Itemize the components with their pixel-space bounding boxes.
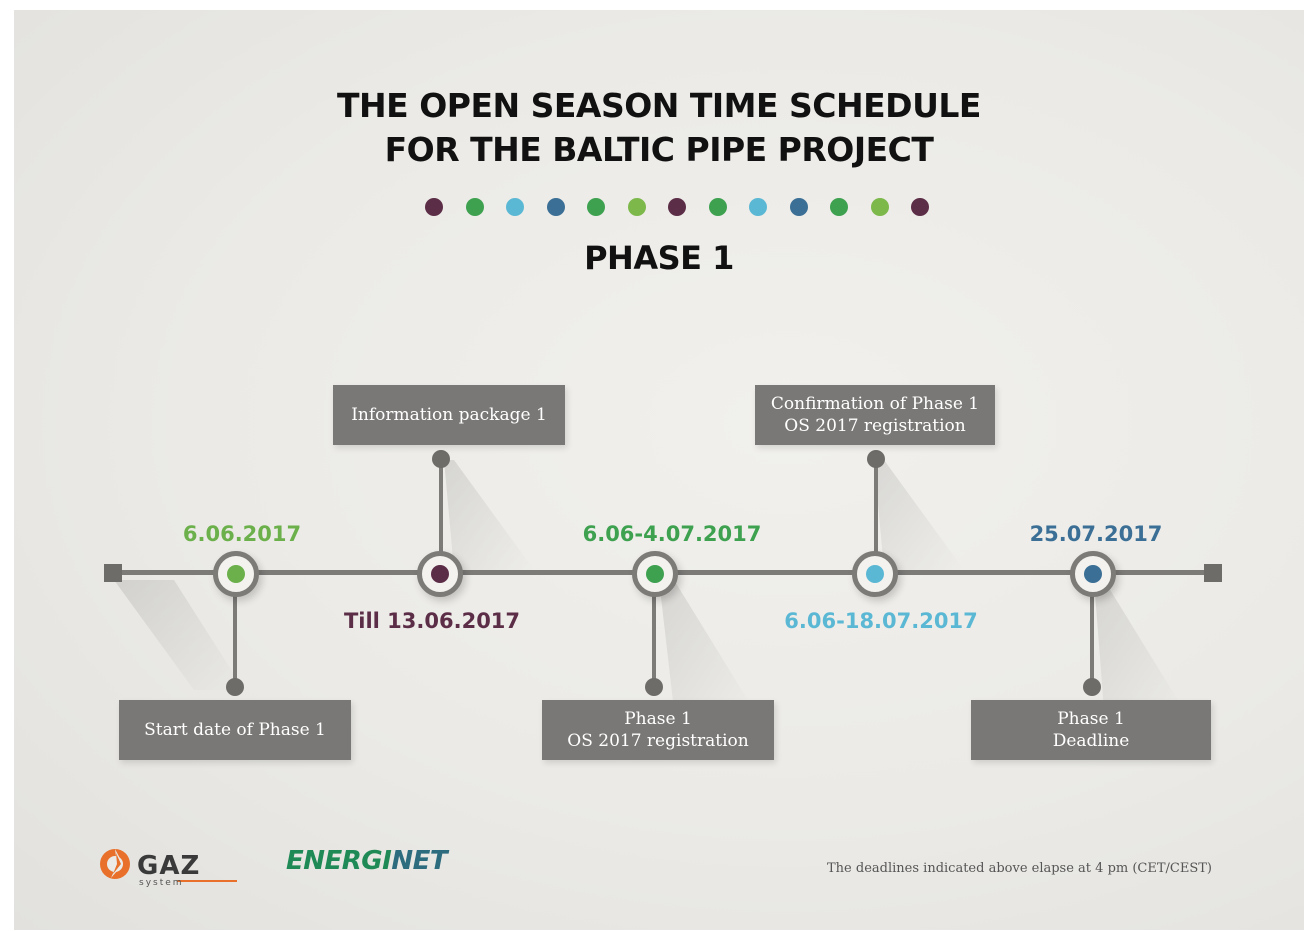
milestone-node-1 [213, 551, 259, 597]
poster: THE OPEN SEASON TIME SCHEDULE FOR THE BA… [14, 10, 1304, 930]
milestone-date-2: Till 13.06.2017 [343, 609, 521, 633]
milestone-label-5b: Deadline [1052, 731, 1130, 751]
milestone-box-5: Phase 1 Deadline [971, 700, 1211, 760]
decorative-dot [506, 198, 524, 216]
decorative-dot [425, 198, 443, 216]
connector-3 [652, 592, 656, 687]
phase-heading: PHASE 1 [584, 239, 734, 277]
connector-knob-1 [226, 678, 244, 696]
decorative-dot [465, 198, 484, 216]
milestone-label-4b: OS 2017 registration [784, 416, 966, 436]
milestone-dot-1 [227, 565, 245, 583]
milestone-label-2: Information package 1 [351, 405, 547, 425]
milestone-label-4a: Confirmation of Phase 1 [770, 394, 980, 414]
milestone-date-4: 6.06-18.07.2017 [784, 609, 978, 633]
milestone-date-1: 6.06.2017 [182, 522, 302, 546]
decorative-dot [830, 198, 848, 216]
milestone-label-5a: Phase 1 [1057, 709, 1125, 729]
milestone-label-3a: Phase 1 [624, 709, 692, 729]
milestone-box-3: Phase 1 OS 2017 registration [542, 700, 774, 760]
title-line-1: THE OPEN SEASON TIME SCHEDULE [337, 86, 981, 125]
decorative-dot [870, 198, 889, 216]
milestone-node-3 [632, 551, 678, 597]
decorative-dot [789, 198, 808, 216]
gaz-system-logo: GAZ system [100, 849, 237, 888]
connector-knob-4 [867, 450, 885, 468]
milestone-date-5: 25.07.2017 [1029, 522, 1163, 546]
milestone-dot-3 [646, 565, 664, 583]
milestone-box-2: Information package 1 [333, 385, 565, 445]
milestone-label-1: Start date of Phase 1 [144, 720, 326, 740]
connector-knob-5 [1083, 678, 1101, 696]
decorative-dot [546, 198, 565, 216]
decorative-dot [708, 198, 727, 216]
timeline-start-marker [104, 564, 122, 582]
decorative-dot [668, 198, 686, 216]
decorative-dot [627, 198, 646, 216]
milestone-node-4 [852, 551, 898, 597]
connector-knob-3 [645, 678, 663, 696]
milestone-label-3b: OS 2017 registration [567, 731, 749, 751]
milestone-dot-2 [431, 565, 449, 583]
deadline-footnote: The deadlines indicated above elapse at … [827, 861, 1212, 876]
gaz-logo-mark: GAZ [137, 851, 200, 881]
milestone-node-5 [1070, 551, 1116, 597]
energinet-logo-part-1: ENERGI [286, 846, 392, 876]
decorative-dot [749, 198, 767, 216]
connector-1 [233, 592, 237, 687]
decorative-dot [911, 198, 929, 216]
energinet-logo-part-2: NET [391, 846, 448, 876]
flame-logo-icon [100, 849, 130, 879]
milestone-box-4: Confirmation of Phase 1 OS 2017 registra… [755, 385, 995, 445]
milestone-box-1: Start date of Phase 1 [119, 700, 351, 760]
milestone-dot-4 [866, 565, 884, 583]
connector-5 [1090, 592, 1094, 687]
milestone-dot-5 [1084, 565, 1102, 583]
decorative-dot [587, 198, 605, 216]
milestone-date-3: 6.06-4.07.2017 [582, 522, 762, 546]
title-line-2: FOR THE BALTIC PIPE PROJECT [384, 130, 934, 169]
milestone-node-2 [417, 551, 463, 597]
timeline-end-marker [1204, 564, 1222, 582]
gaz-logo-subtext: system [139, 878, 184, 888]
connector-4 [874, 460, 878, 555]
connector-2 [439, 460, 443, 555]
connector-knob-2 [432, 450, 450, 468]
energinet-logo: ENERGINET [286, 846, 448, 876]
